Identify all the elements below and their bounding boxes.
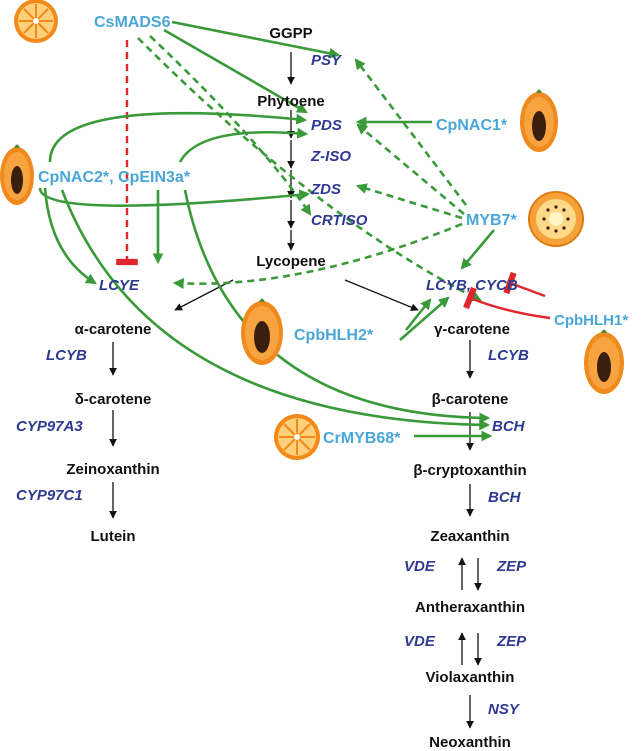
regulator-csmads6: CsMADS6 xyxy=(94,14,171,31)
metabolite-zeinoxanthin: Zeinoxanthin xyxy=(66,461,159,478)
cpein3a-to-bch xyxy=(183,189,491,424)
arrow-lycopene-alpha xyxy=(174,279,234,311)
enzyme-lcye: LCYE xyxy=(99,277,140,294)
metabolite-antheraxanthin: Antheraxanthin xyxy=(415,599,525,616)
papaya-half-icon xyxy=(584,329,624,394)
enzyme-psy: PSY xyxy=(311,52,343,69)
myb7-to-zds xyxy=(355,183,463,220)
papaya-half-icon xyxy=(241,298,283,365)
enzyme-vde-1: VDE xyxy=(404,558,436,575)
regulator-myb7: MYB7* xyxy=(466,212,517,229)
enzyme-bch-2: BCH xyxy=(488,489,522,506)
enzyme-ziso: Z-ISO xyxy=(310,148,351,165)
kiwi-slice-icon xyxy=(528,191,584,247)
cpnac2-to-zds xyxy=(38,187,311,207)
metabolite-neoxanthin: Neoxanthin xyxy=(429,734,511,751)
enzyme-lcyb-alpha: LCYB xyxy=(46,347,87,364)
regulators: CsMADS6 CpNAC1* CpNAC2*, CpEIN3a* MYB7* … xyxy=(38,14,628,447)
enzyme-crtiso: CRTISO xyxy=(311,212,368,229)
enzyme-bch-1: BCH xyxy=(492,418,526,435)
regulator-cpnac2-cpein3a: CpNAC2*, CpEIN3a* xyxy=(38,169,191,186)
arrow-lycopene-gamma xyxy=(344,279,419,311)
metabolite-phytoene: Phytoene xyxy=(257,93,325,110)
metabolite-lutein: Lutein xyxy=(91,528,136,545)
metabolite-beta-cryptoxanthin: β-cryptoxanthin xyxy=(413,462,526,479)
papaya-half-icon xyxy=(520,89,558,152)
myb7-to-lcye xyxy=(172,222,463,289)
regulator-cpbhlh2: CpbHLH2* xyxy=(294,327,374,344)
cpbhlh2-to-lcyb-2 xyxy=(404,298,432,331)
metabolite-delta-carotene: δ-carotene xyxy=(75,391,152,408)
papaya-half-icon xyxy=(0,144,34,205)
cpbhlh1-represses-cycb xyxy=(503,271,546,298)
cpnac2-to-bch xyxy=(60,189,491,431)
cpbhlh2-to-lcyb xyxy=(399,296,450,341)
myb7-to-psy xyxy=(354,58,468,206)
enzyme-zep-2: ZEP xyxy=(496,633,527,650)
cpein3a-to-pds xyxy=(178,127,309,163)
orange-slice-icon xyxy=(14,0,58,43)
myb7-to-pds xyxy=(356,123,465,215)
cpbhlh1-represses-lcyb xyxy=(463,286,551,320)
metabolite-violaxanthin: Violaxanthin xyxy=(426,669,515,686)
myb7-to-lcyb xyxy=(460,229,495,270)
enzymes: PSY PDS Z-ISO ZDS CRTISO LCYE LCYB, CYCB… xyxy=(16,52,529,718)
enzyme-nsy: NSY xyxy=(488,701,521,718)
enzyme-vde-2: VDE xyxy=(404,633,436,650)
enzyme-cyp97a3: CYP97A3 xyxy=(16,418,83,435)
metabolite-beta-carotene: β-carotene xyxy=(432,391,509,408)
regulator-cpbhlh1: CpbHLH1* xyxy=(554,312,628,329)
enzyme-lcyb-cycb: LCYB, CYCB xyxy=(426,277,518,294)
enzyme-zep-1: ZEP xyxy=(496,558,527,575)
metabolite-ggpp: GGPP xyxy=(269,25,312,42)
metabolite-zeaxanthin: Zeaxanthin xyxy=(430,528,509,545)
regulator-cpnac1: CpNAC1* xyxy=(436,117,508,134)
regulator-crmyb68: CrMYB68* xyxy=(323,430,401,447)
enzyme-lcyb-gamma: LCYB xyxy=(488,347,529,364)
metabolite-gamma-carotene: γ-carotene xyxy=(434,321,510,338)
pathway-arrows xyxy=(109,52,482,729)
csmads6-to-pds xyxy=(163,28,308,114)
metabolite-lycopene: Lycopene xyxy=(256,253,325,270)
enzyme-pds: PDS xyxy=(311,117,342,134)
enzyme-cyp97c1: CYP97C1 xyxy=(16,487,83,504)
csmads6-to-psy xyxy=(171,20,341,59)
metabolites: GGPP Phytoene Lycopene α-carotene δ-caro… xyxy=(66,25,526,751)
cpnac2-to-pds xyxy=(48,111,308,163)
orange-slice-icon xyxy=(274,414,320,460)
metabolite-alpha-carotene: α-carotene xyxy=(75,321,152,338)
cpnac2-to-lcye xyxy=(43,187,97,285)
regulatory-arrows xyxy=(38,20,551,442)
enzyme-zds: ZDS xyxy=(310,181,341,198)
